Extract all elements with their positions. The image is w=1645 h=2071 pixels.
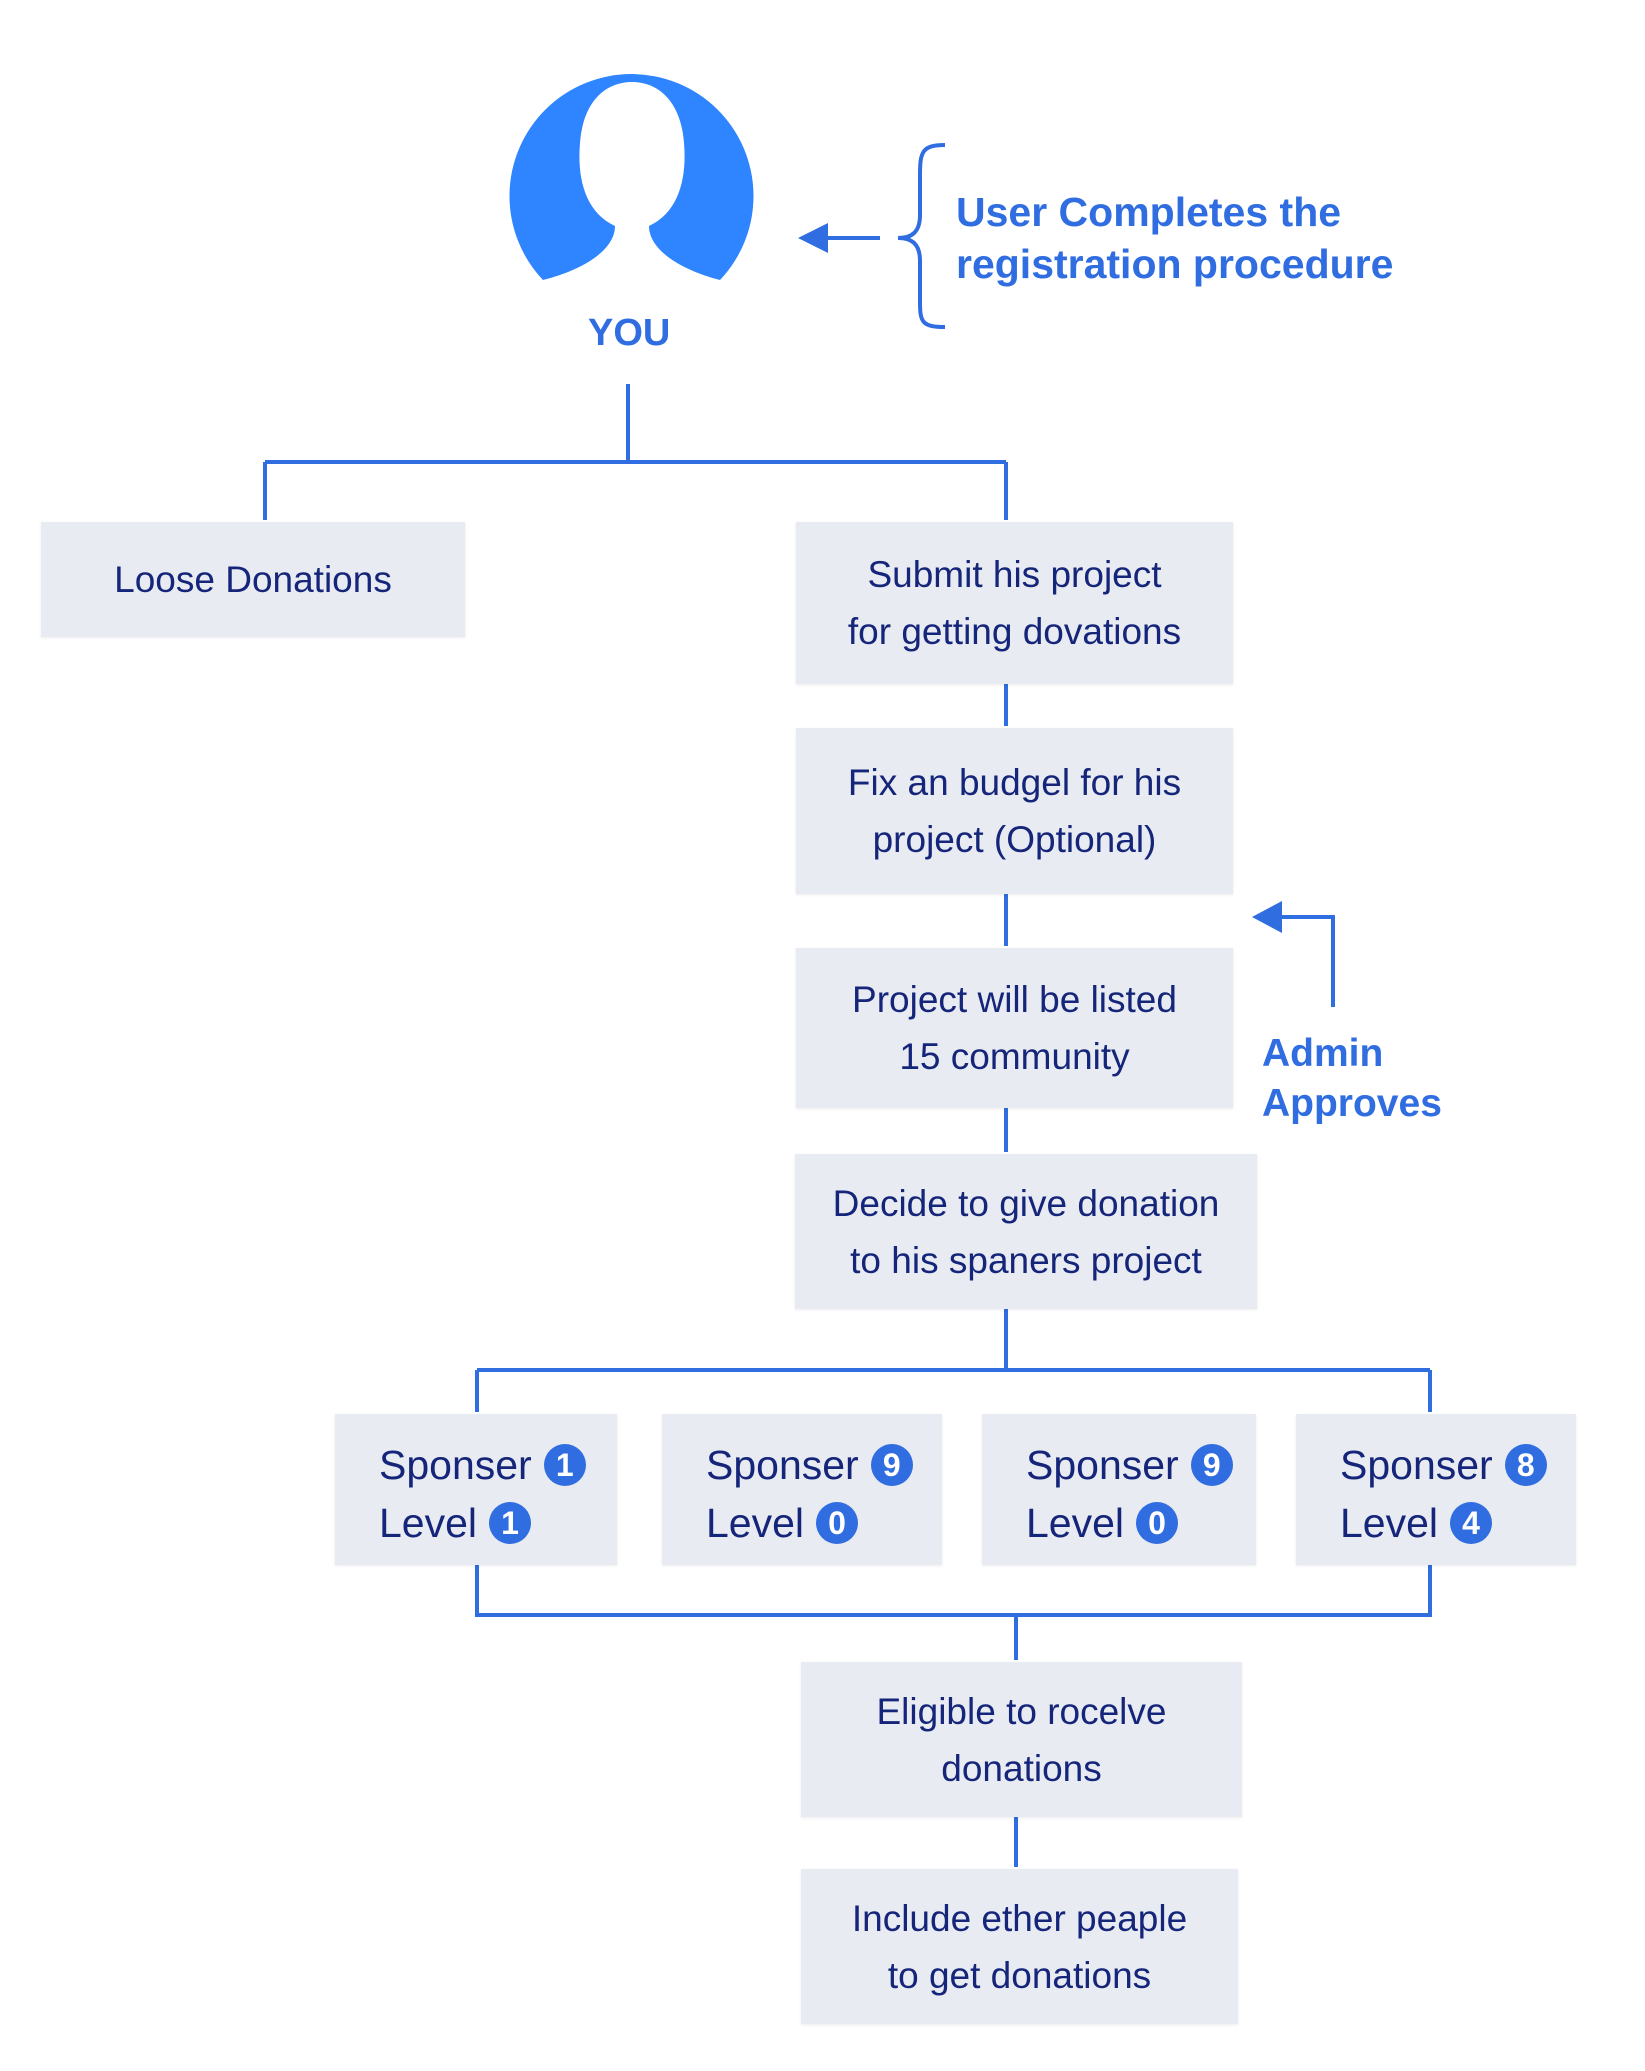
sponsor-label: Sponser — [1340, 1441, 1493, 1488]
level-badge: 0 — [1136, 1502, 1179, 1544]
eligible-box: Eligible to rocelve donations — [801, 1662, 1242, 1817]
level-badge: 0 — [816, 1502, 859, 1544]
level-badge: 1 — [489, 1502, 532, 1544]
box-text: to his spaners project — [850, 1239, 1202, 1281]
sponsor-badge: 8 — [1504, 1444, 1547, 1486]
project-listed-box: Project will be listed 15 community — [796, 948, 1233, 1108]
admin-note-line: Admin — [1262, 1032, 1384, 1075]
level-label: Level — [379, 1499, 478, 1546]
sponsor-label: Sponser — [379, 1441, 532, 1488]
level-label: Level — [1340, 1499, 1439, 1546]
registration-note-line: registration procedure — [956, 241, 1394, 287]
decide-donation-box: Decide to give donation to his spaners p… — [795, 1154, 1257, 1309]
sponsor-card: Sponser 8 Level 4 — [1296, 1414, 1576, 1565]
sponsor-row: Sponser 8 — [1340, 1436, 1576, 1494]
include-others-box: Include ether peaple to get donations — [801, 1869, 1238, 2024]
registration-note-line: User Completes the — [956, 189, 1342, 235]
box-text: Submit his project — [867, 554, 1162, 595]
user-avatar-icon — [509, 74, 754, 281]
box-text: Fix an budgel for his — [847, 762, 1182, 803]
box-text: Decide to give donation — [832, 1182, 1220, 1224]
sponsor-badge: 1 — [543, 1444, 586, 1486]
box-text: 15 community — [899, 1036, 1130, 1077]
level-row: Level 4 — [1340, 1494, 1576, 1552]
box-text: project (Optional) — [872, 819, 1157, 860]
sponsor-badge: 9 — [870, 1444, 913, 1486]
sponsor-label: Sponser — [706, 1441, 859, 1488]
box-text: donations — [941, 1747, 1102, 1789]
box-text: Eligible to rocelve — [876, 1690, 1167, 1732]
sponsor-row: Sponser 9 — [706, 1436, 942, 1494]
sponsor-label: Sponser — [1026, 1441, 1179, 1488]
sponsor-card: Sponser 9 Level 0 — [982, 1414, 1256, 1565]
box-text: Include ether peaple — [851, 1897, 1188, 1939]
box-text: to get donations — [887, 1954, 1152, 1996]
level-row: Level 1 — [379, 1494, 617, 1552]
fix-budget-box: Fix an budgel for his project (Optional) — [796, 728, 1233, 894]
submit-project-box: Submit his project for getting dovations — [796, 522, 1233, 684]
sponsor-badge: 9 — [1190, 1444, 1233, 1486]
sponsor-row: Sponser 1 — [379, 1436, 617, 1494]
level-row: Level 0 — [706, 1494, 942, 1552]
admin-arrow — [1268, 915, 1335, 1007]
admin-approves-note: Admin Approves — [1262, 1029, 1442, 1129]
registration-note: User Completes the registration procedur… — [956, 186, 1393, 290]
loose-donations-box: Loose Donations — [41, 522, 465, 637]
sponsor-row: Sponser 9 — [1026, 1436, 1256, 1494]
curly-brace — [897, 143, 946, 329]
sponsor-card: Sponser 1 Level 1 — [335, 1414, 617, 1565]
level-label: Level — [1026, 1499, 1125, 1546]
box-text: for getting dovations — [847, 611, 1182, 652]
level-label: Level — [706, 1499, 805, 1546]
level-row: Level 0 — [1026, 1494, 1256, 1552]
admin-note-line: Approves — [1262, 1082, 1442, 1125]
box-text: Project will be listed — [852, 979, 1177, 1020]
box-text: Loose Donations — [114, 559, 392, 600]
level-badge: 4 — [1450, 1502, 1493, 1544]
user-label: YOU — [588, 312, 671, 354]
sponsor-card: Sponser 9 Level 0 — [662, 1414, 942, 1565]
